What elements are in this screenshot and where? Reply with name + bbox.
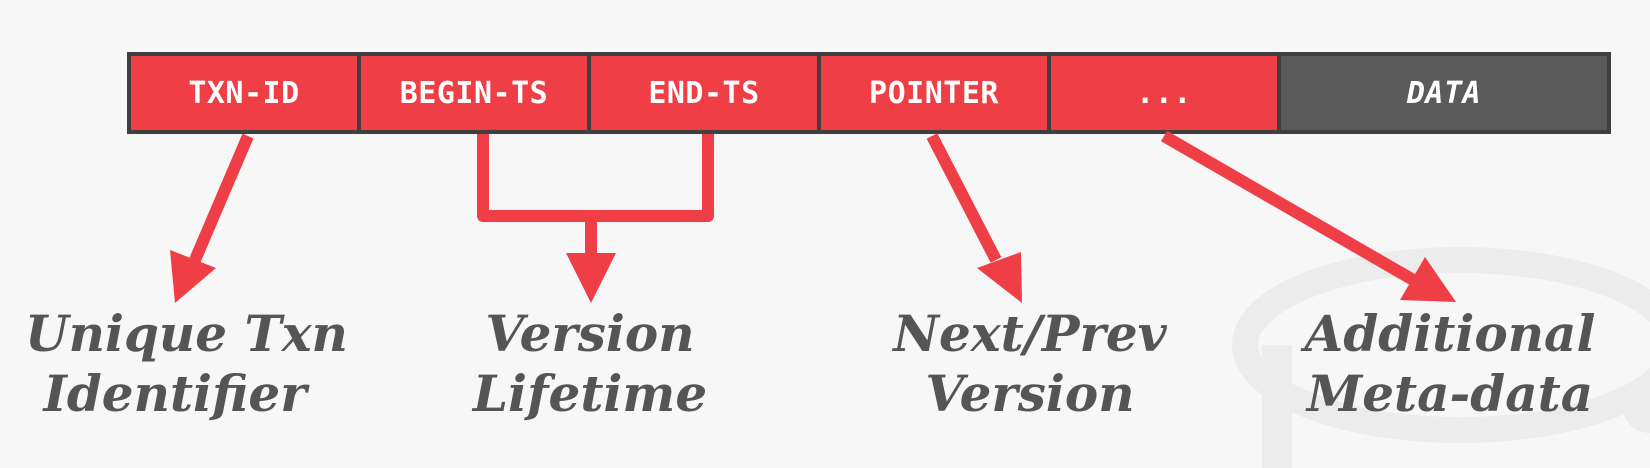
caption-pointer: Next/Prev Version <box>880 304 1180 424</box>
field-begin-ts: BEGIN-TS <box>361 56 591 130</box>
bracket-lifetime <box>477 134 714 222</box>
field-end-ts: END-TS <box>591 56 821 130</box>
caption-txn-id-line1: Unique Txn <box>25 304 348 363</box>
caption-txn-id-line2: Identifier <box>43 364 307 423</box>
field-ellipsis: ... <box>1051 56 1281 130</box>
arrowhead-metadata <box>1400 257 1456 302</box>
caption-txn-id: Unique Txn Identifier <box>25 304 348 424</box>
arrowhead-lifetime <box>566 253 616 303</box>
arrowhead-txn-id <box>170 250 216 303</box>
field-txn-id: TXN-ID <box>131 56 361 130</box>
caption-metadata: Additional Meta-data <box>1300 304 1600 424</box>
field-pointer: POINTER <box>821 56 1051 130</box>
field-txn-id-label: TXN-ID <box>188 75 300 111</box>
arrowhead-pointer <box>977 252 1022 303</box>
caption-lifetime: Version Lifetime <box>460 304 720 424</box>
field-begin-ts-label: BEGIN-TS <box>399 75 549 111</box>
tuple-header: TXN-ID BEGIN-TS END-TS POINTER ... DATA <box>127 52 1611 134</box>
field-data: DATA <box>1281 56 1607 130</box>
arrow-metadata <box>1160 130 1426 291</box>
arrow-pointer <box>926 133 1002 263</box>
field-pointer-label: POINTER <box>869 75 999 111</box>
field-ellipsis-label: ... <box>1136 75 1192 111</box>
caption-lifetime-line2: Lifetime <box>472 364 708 423</box>
caption-pointer-line2: Version <box>925 364 1135 423</box>
field-data-label: DATA <box>1406 75 1482 111</box>
field-end-ts-label: END-TS <box>648 75 760 111</box>
caption-lifetime-line1: Version <box>485 304 695 363</box>
caption-metadata-line1: Additional <box>1304 304 1596 363</box>
arrow-txn-id <box>189 133 254 263</box>
caption-metadata-line2: Meta-data <box>1306 364 1594 423</box>
caption-pointer-line1: Next/Prev <box>893 304 1167 363</box>
